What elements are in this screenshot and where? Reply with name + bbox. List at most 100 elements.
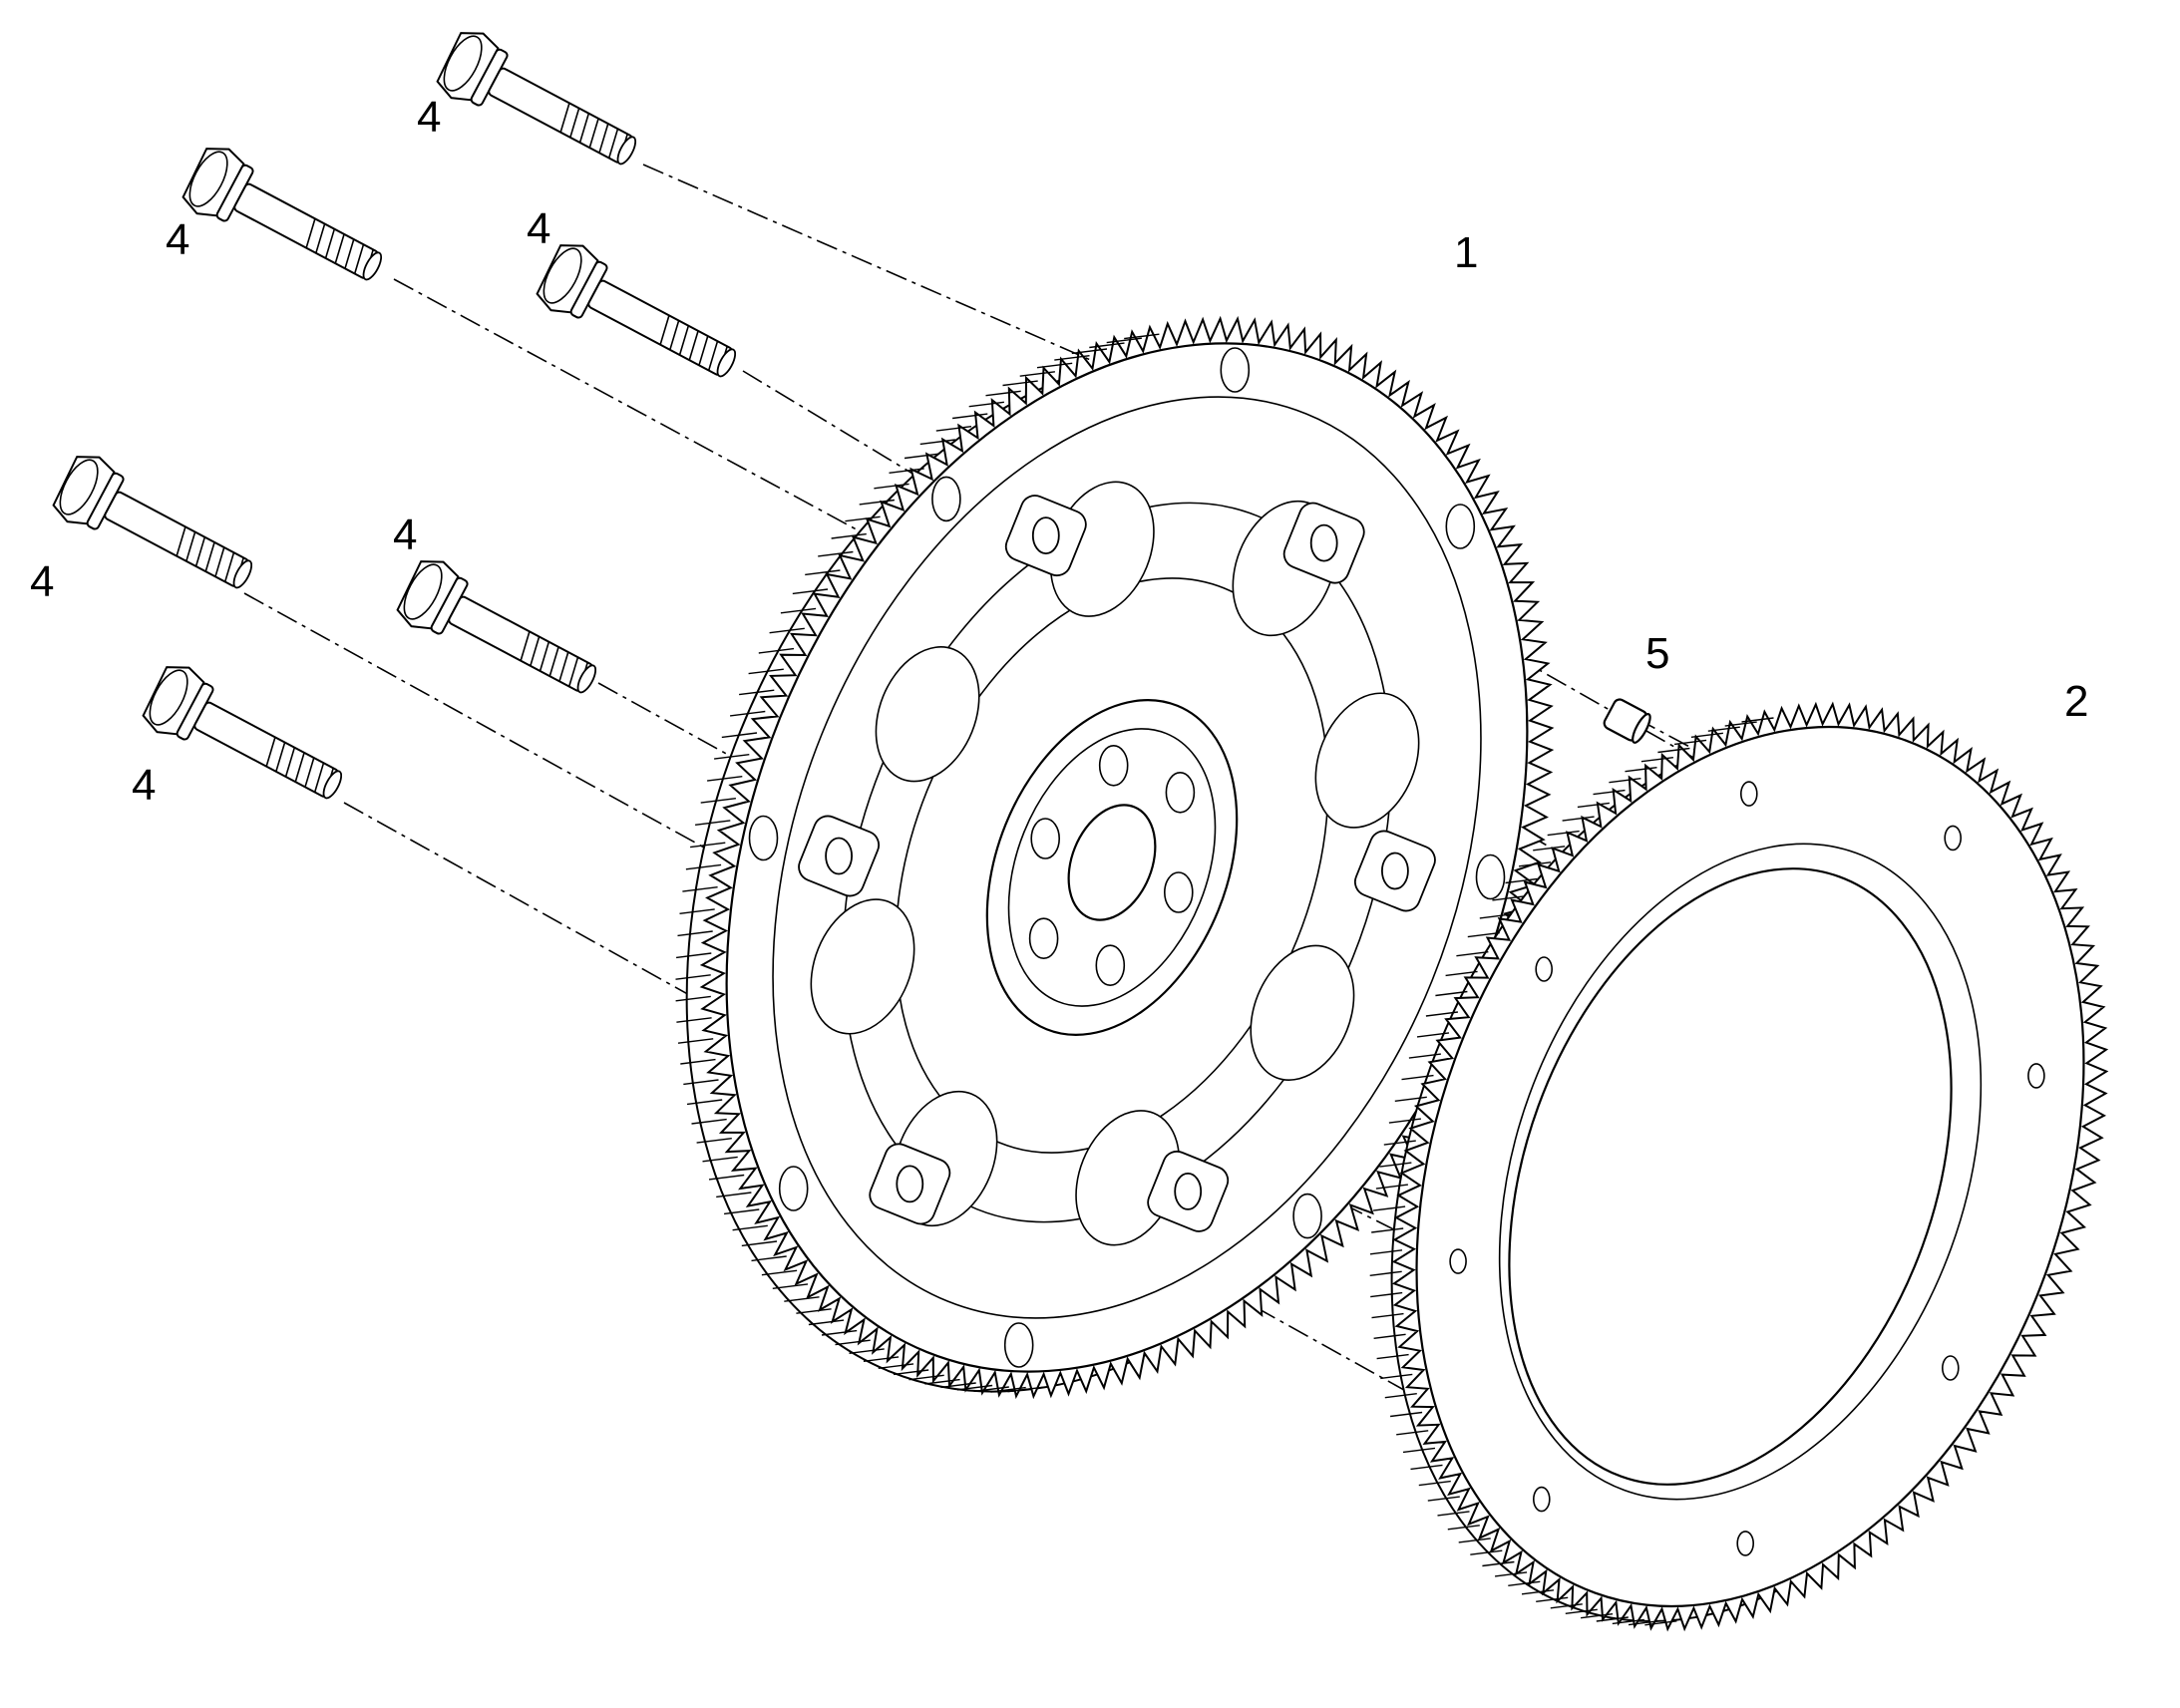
- ring-gear-tooth-face-line: [1577, 802, 1610, 809]
- ring-gear-tooth-face-line: [1376, 1353, 1409, 1360]
- ring-gear-tooth-face-line: [1396, 1430, 1429, 1436]
- flywheel-tooth-face-line: [680, 1058, 716, 1065]
- flywheel-tooth-face-line: [889, 468, 924, 474]
- ring-gear-tooth-face-line: [1369, 1270, 1402, 1276]
- hub-bolt-hole: [1028, 917, 1059, 960]
- ring-gear-tooth-face-line: [1596, 1616, 1629, 1622]
- hub-bolt-hole: [1164, 871, 1194, 913]
- ring-gear-tooth-face-line: [1505, 877, 1538, 884]
- bolt-thread: [176, 526, 186, 556]
- ring-gear-tooth-face-line: [1657, 747, 1690, 754]
- ring-gear-tooth-face-line: [1394, 1096, 1427, 1102]
- hub-bolt-hole: [1030, 818, 1060, 859]
- flywheel-tooth-face-line: [1036, 362, 1073, 369]
- flywheel-tooth-face-line: [751, 1255, 787, 1262]
- flywheel-pocket: [1250, 944, 1355, 1081]
- bolt: [182, 148, 383, 281]
- flywheel-center-bore: [1067, 804, 1157, 921]
- hub-holes: [1028, 744, 1196, 987]
- ring-gear-tooth-face-line: [1416, 1032, 1450, 1038]
- flywheel-tooth-face-line: [1071, 348, 1108, 355]
- flywheel-tooth-face-line: [1106, 337, 1142, 344]
- flywheel-tooth-face-line: [769, 627, 805, 634]
- ring-gear-tooth-face-line: [1547, 830, 1580, 837]
- flywheel-tooth-face-line: [968, 401, 1004, 408]
- bolt-thread: [185, 531, 196, 562]
- bolt: [396, 560, 597, 694]
- flywheel-rim-notch: [1292, 1193, 1322, 1239]
- bolt-thread: [567, 656, 579, 687]
- flywheel-pocket: [810, 898, 915, 1035]
- ring-gear-tooth-face-line: [1519, 861, 1552, 867]
- ring-gear-tooth-face-line: [1536, 1596, 1569, 1602]
- bolt-boss-hole: [1031, 516, 1060, 554]
- flywheel-tooth-face-line: [990, 1386, 1026, 1393]
- ring-gear: [1369, 701, 2109, 1632]
- ring-gear-tooth-face-line: [1437, 1511, 1470, 1517]
- bolt-thread: [204, 541, 215, 572]
- flywheel-tooth-face-line: [956, 1384, 993, 1391]
- flywheel-tooth-face-line: [675, 995, 711, 1002]
- bolt-boss-hole: [825, 837, 853, 875]
- callout-labels: 1 2 5 4 4 4 4 4 4: [30, 93, 2088, 810]
- bolt-thread: [275, 742, 286, 773]
- flywheel-rim-notch: [931, 476, 961, 522]
- ring-gear-tooth-face-line: [1674, 739, 1707, 746]
- flywheel-web-ring: [895, 577, 1329, 1154]
- bolts: [52, 32, 737, 800]
- flywheel-tooth-face-line: [676, 952, 712, 959]
- flywheel-inner-ring: [842, 502, 1392, 1223]
- ring-gear-tooth-face-line: [1495, 1571, 1528, 1577]
- flywheel-tooth-face-line: [716, 1192, 752, 1198]
- ring-gear-tooth-face-line: [1418, 1480, 1451, 1487]
- flywheel-tooth-face-line: [1054, 355, 1090, 361]
- flywheel-tooth-face-line: [904, 453, 940, 460]
- bolt-thread: [669, 320, 680, 351]
- ring-gear-tooth-face-line: [1388, 1118, 1421, 1124]
- bolt-tip: [362, 251, 383, 281]
- bolt-thread: [294, 752, 305, 783]
- dowel-pin: [1603, 698, 1651, 744]
- ring-gear-tooth-face-line: [1724, 721, 1757, 727]
- callout-bolt-1: 4: [417, 93, 441, 142]
- bolt-thread: [353, 243, 365, 274]
- flywheel-bolt-bosses: [798, 495, 1436, 1232]
- flywheel-rim-notch: [778, 1166, 809, 1211]
- bolt-thread: [305, 218, 316, 248]
- flywheel-tooth-face-line: [796, 1308, 832, 1314]
- flywheel-tooth-face-line: [849, 1348, 885, 1354]
- ring-gear-tooth-face-line: [1458, 1537, 1491, 1543]
- bolt-boss-hole: [1174, 1173, 1203, 1210]
- ring-gear-hole: [1535, 956, 1553, 982]
- flywheel-tooth-face-line: [721, 732, 758, 739]
- bolt-boss-hole: [1381, 852, 1409, 890]
- flywheel-tooth-face-line: [741, 1240, 778, 1247]
- bolt-thread: [548, 646, 559, 677]
- bolt-thread: [539, 641, 550, 672]
- bolt-head-face: [59, 459, 99, 515]
- flywheel-tooth-face-line: [700, 798, 736, 804]
- callout-dowel-pin: 5: [1645, 629, 1669, 678]
- ring-gear-hole: [1533, 1486, 1551, 1513]
- flywheel-face-ring: [772, 396, 1482, 1319]
- bolt: [142, 666, 343, 800]
- ring-gear-tooth-face-line: [1410, 1464, 1443, 1471]
- ring-gear-tooth-face-line: [1402, 1447, 1436, 1454]
- ring-gear-tooth-face-line: [1408, 1053, 1441, 1059]
- ring-gear-tooth-face-line: [1373, 1333, 1406, 1339]
- flywheel-tooth-face-line: [696, 1138, 732, 1144]
- ring-gear-tooth-face-line: [1593, 789, 1626, 796]
- bolt-thread: [520, 631, 531, 661]
- bolt-head-face: [149, 669, 188, 726]
- ring-gear-hole: [1449, 1248, 1467, 1274]
- callout-bolt-3: 4: [527, 204, 550, 253]
- flywheel-rim-notch: [1220, 347, 1251, 393]
- flywheel-tooth-face-line: [707, 776, 743, 782]
- flywheel-tooth-face-line: [695, 820, 731, 826]
- flywheel-tooth-face-line: [1124, 333, 1160, 340]
- bolt-thread: [313, 762, 325, 793]
- bolt-thread: [569, 108, 580, 139]
- ring-gear-tooth-face-line: [1609, 778, 1641, 784]
- bolt-thread: [530, 636, 541, 667]
